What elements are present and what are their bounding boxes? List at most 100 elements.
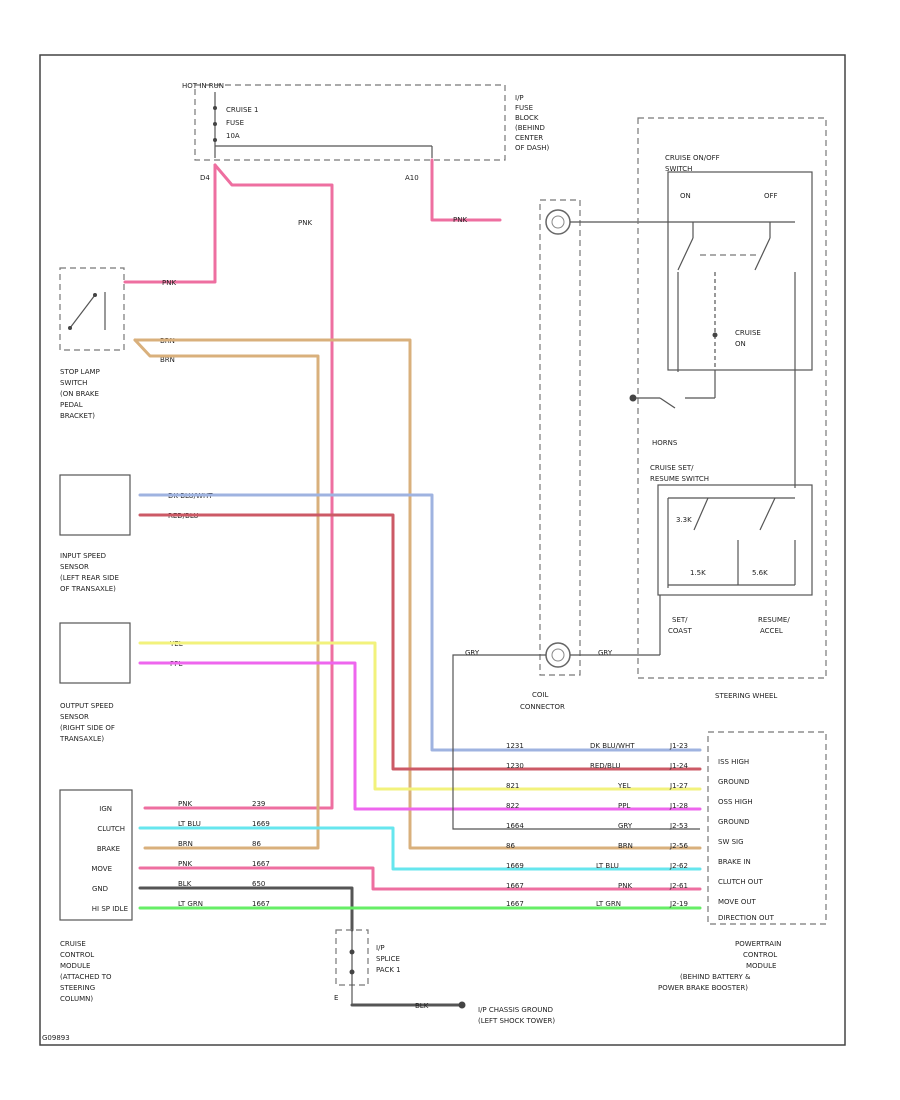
ip-splice-pack: I/P SPLICE PACK 1 E BLK I/P CHASSIS GROU…	[334, 929, 555, 1025]
wire-blk-gnd	[138, 886, 354, 932]
pcm-pin-8: MOVE OUT	[718, 898, 756, 906]
pcm-circuit-7: 1669	[506, 862, 524, 870]
set-resistor-1: 3.3K	[676, 516, 692, 524]
set-coast-2: COAST	[668, 627, 693, 635]
pnk-vertical-label: PNK	[298, 219, 312, 227]
fuse-block-caption-4: (BEHIND	[515, 124, 545, 132]
iss-caption-4: OF TRANSAXLE)	[60, 585, 116, 593]
pcm-color-8: PNK	[618, 882, 632, 890]
pcm-caption-2: CONTROL	[743, 951, 777, 959]
output-speed-sensor: OUTPUT SPEED SENSOR (RIGHT SIDE OF TRANS…	[59, 622, 183, 743]
stop-lamp-brn2-label: BRN	[160, 356, 175, 364]
pcm-circuit-5: 1664	[506, 822, 524, 830]
pcm-circuit-1: 1231	[506, 742, 524, 750]
iss-caption-3: (LEFT REAR SIDE	[60, 574, 119, 582]
pcm-pinid-8: J2-61	[669, 882, 688, 890]
ccm-circuit-4: 1667	[252, 860, 270, 868]
onoff-off-label: OFF	[764, 192, 778, 200]
pcm-circuit-9: 1667	[506, 900, 524, 908]
fuse-pin-d4: D4	[200, 174, 210, 182]
pcm-pinid-5: J2-53	[669, 822, 688, 830]
ground-caption-1: I/P CHASSIS GROUND	[478, 1006, 553, 1014]
hot-switch-label: HOT IN RUN	[182, 82, 224, 90]
wire-brn-to-pcm	[133, 338, 702, 850]
steering-wheel: STEERING WHEEL CRUISE ON/OFF SWITCH ON O…	[629, 117, 827, 700]
pcm-pin-5: SW SIG	[718, 838, 744, 846]
ground-point	[458, 1001, 466, 1009]
pcm-pinid-2: J1-24	[669, 762, 688, 770]
stop-lamp-caption-5: BRACKET)	[60, 412, 95, 420]
coil-gry-right: GRY	[598, 649, 613, 657]
ccm-pin-brake: BRAKE	[97, 845, 120, 853]
resume-accel-2: ACCEL	[760, 627, 783, 635]
ground-wire-label: BLK	[415, 1002, 429, 1010]
fuse-line-3: 10A	[226, 132, 240, 140]
ccm-caption-4: (ATTACHED TO	[60, 973, 112, 981]
diagram-code: G09893	[42, 1034, 70, 1042]
set-caption-1: CRUISE SET/	[650, 464, 694, 472]
ccm-caption-3: MODULE	[60, 962, 90, 970]
pcm-pin-4: GROUND	[718, 818, 750, 826]
pcm-pin-1: ISS HIGH	[718, 758, 749, 766]
pcm-pin-7: CLUTCH OUT	[718, 878, 763, 886]
stop-lamp-pnk-label: PNK	[162, 279, 176, 287]
input-speed-sensor: INPUT SPEED SENSOR (LEFT REAR SIDE OF TR…	[59, 474, 213, 593]
set-resistor-3: 5.6K	[752, 569, 768, 577]
pcm-color-4: PPL	[618, 802, 630, 810]
coil-pnk-label: PNK	[453, 216, 467, 224]
ccm-caption-6: COLUMN)	[60, 995, 93, 1003]
ccm-wire-5: BLK	[178, 880, 192, 888]
fuse-block-caption-2: FUSE	[515, 104, 533, 112]
ccm-circuit-3: 86	[252, 840, 261, 848]
ccm-circuit-2: 1669	[252, 820, 270, 828]
fuse-block: HOT IN RUN CRUISE 1 FUSE 10A I/P FUSE BL…	[182, 82, 550, 182]
ccm-pin-ign: IGN	[99, 805, 112, 813]
pcm-caption-4: (BEHIND BATTERY &	[680, 973, 751, 981]
wire-pnk-ign	[143, 163, 334, 810]
splice-pin-e: E	[334, 994, 338, 1002]
wire-ltblu	[138, 826, 702, 871]
coil-connector: COIL CONNECTOR GRY GRY	[465, 199, 613, 711]
stop-lamp-switch: PNK BRN BRN STOP LAMP SWITCH (ON BRAKE P…	[59, 267, 176, 420]
pcm-color-5: GRY	[618, 822, 633, 830]
fuse-block-caption-1: I/P	[515, 94, 524, 102]
pcm-circuit-3: 821	[506, 782, 519, 790]
ccm-circuit-1: 239	[252, 800, 265, 808]
pcm-caption-5: POWER BRAKE BOOSTER)	[658, 984, 748, 992]
onoff-caption-2: SWITCH	[665, 165, 692, 173]
horn-label: HORNS	[652, 439, 678, 447]
coil-caption-2: CONNECTOR	[520, 703, 565, 711]
pcm-circuit-6: 86	[506, 842, 515, 850]
onoff-on-label: ON	[680, 192, 691, 200]
wire-pnk-stop-lamp	[123, 163, 217, 284]
resume-accel-1: RESUME/	[758, 616, 790, 624]
oss-caption-3: (RIGHT SIDE OF	[60, 724, 115, 732]
ccm-wire-4: PNK	[178, 860, 192, 868]
pcm-pinid-7: J2-62	[669, 862, 688, 870]
cruise-control-module: IGN CLUTCH BRAKE MOVE GND HI SP IDLE CRU…	[59, 789, 133, 1003]
pcm-color-9: LT GRN	[596, 900, 621, 908]
powertrain-control-module: ISS HIGH GROUND OSS HIGH GROUND SW SIG B…	[658, 731, 827, 992]
pcm-color-2: RED/BLU	[590, 762, 621, 770]
set-coast-1: SET/	[672, 616, 688, 624]
pcm-pin-3: OSS HIGH	[718, 798, 753, 806]
stop-lamp-caption-1: STOP LAMP	[60, 368, 100, 376]
coil-gry-left: GRY	[465, 649, 480, 657]
onoff-caption-1: CRUISE ON/OFF	[665, 154, 720, 162]
ccm-pin-hi-sp-idle: HI SP IDLE	[92, 905, 128, 913]
splice-caption-3: PACK 1	[376, 966, 401, 974]
fuse-block-caption-6: OF DASH)	[515, 144, 550, 152]
pcm-pinid-6: J2-56	[669, 842, 688, 850]
wire-yel	[138, 641, 702, 791]
pcm-caption-1: POWERTRAIN	[735, 940, 781, 948]
oss-caption-2: SENSOR	[60, 713, 89, 721]
stop-lamp-caption-4: PEDAL	[60, 401, 83, 409]
pcm-color-6: BRN	[618, 842, 633, 850]
cruise-on-label-1: CRUISE	[735, 329, 761, 337]
set-caption-2: RESUME SWITCH	[650, 475, 709, 483]
pcm-color-3: YEL	[617, 782, 631, 790]
wire-brn-to-ccm	[133, 338, 320, 850]
ccm-wire-3: BRN	[178, 840, 193, 848]
pcm-circuit-8: 1667	[506, 882, 524, 890]
